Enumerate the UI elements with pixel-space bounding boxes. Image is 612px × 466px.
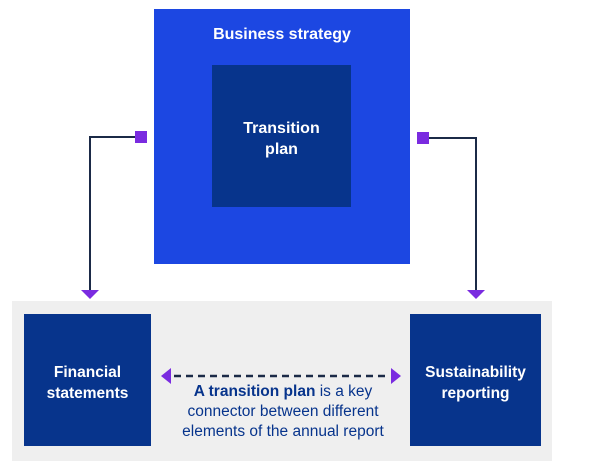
right-connector-line xyxy=(423,137,477,291)
caption-line2: connector between different xyxy=(187,403,379,420)
caption-line3: elements of the annual report xyxy=(182,423,384,440)
caption-line1: A transition plan is a key xyxy=(160,382,406,402)
sustainability-reporting-label: Sustainability reporting xyxy=(410,362,541,404)
sustainability-reporting-label-line2: reporting xyxy=(441,385,510,402)
transition-plan-label-line1: Transition xyxy=(243,120,320,137)
transition-plan-label: Transition plan xyxy=(212,118,351,160)
sustainability-reporting-box xyxy=(410,314,541,446)
right-connector-square xyxy=(417,132,429,144)
sustainability-reporting-label-line1: Sustainability xyxy=(425,364,526,381)
bidirectional-dashed-arrow xyxy=(161,368,401,384)
transition-plan-box xyxy=(212,65,351,207)
arrowhead-left-icon xyxy=(161,368,171,384)
financial-statements-box xyxy=(24,314,151,446)
transition-plan-label-line2: plan xyxy=(265,141,298,158)
left-connector-square xyxy=(135,131,147,143)
left-connector xyxy=(81,131,147,299)
arrowhead-right-icon xyxy=(391,368,401,384)
connector-caption: A transition plan is a key connector bet… xyxy=(160,382,406,442)
financial-statements-label-line1: Financial xyxy=(53,364,122,381)
right-arrowhead-icon xyxy=(467,290,485,299)
business-strategy-label: Business strategy xyxy=(213,26,351,43)
left-connector-line xyxy=(89,136,141,291)
caption-bold-text: A transition plan xyxy=(193,383,316,400)
financial-statements-label-line2: statements xyxy=(46,385,129,402)
left-arrowhead-icon xyxy=(81,290,99,299)
caption-rest-text: is a key xyxy=(315,383,373,400)
right-connector xyxy=(417,132,485,299)
financial-statements-label: Financial statements xyxy=(24,362,151,404)
